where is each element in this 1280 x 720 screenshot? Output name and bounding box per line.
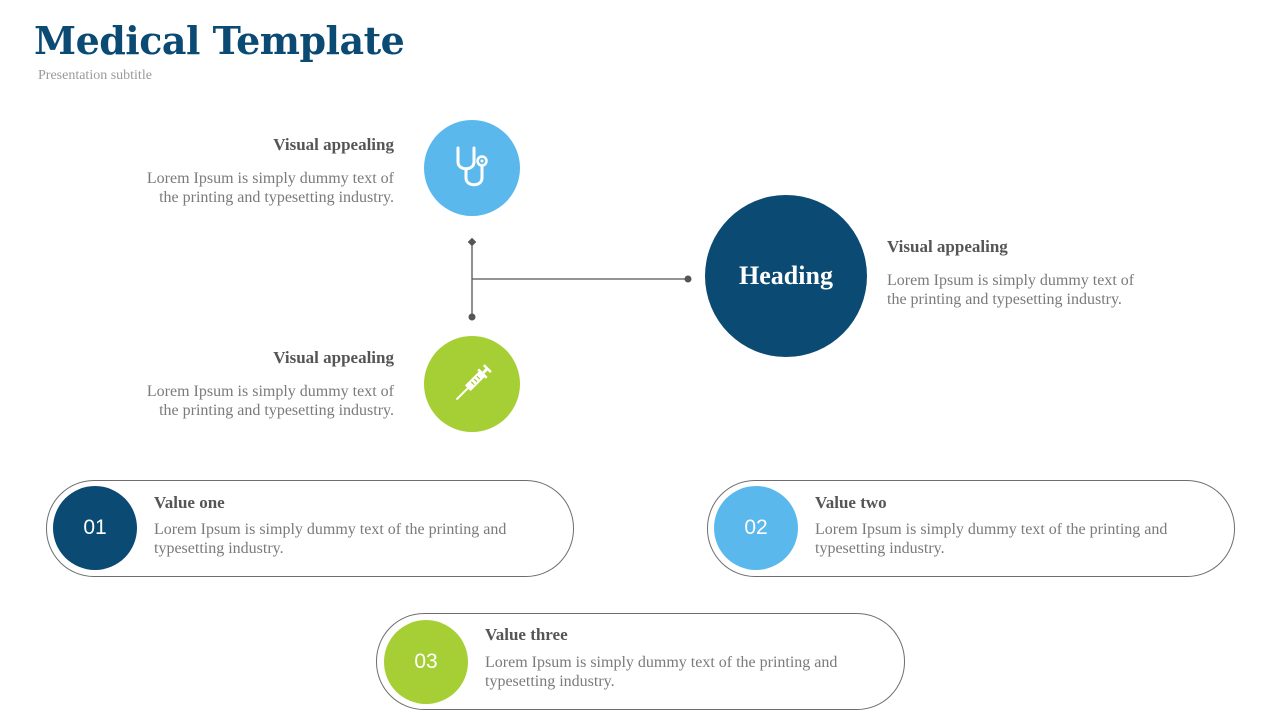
feature-2-text-line2: the printing and typesetting industry. <box>159 402 394 419</box>
feature-1-heading: Visual appealing <box>273 135 394 154</box>
connector-diamond <box>467 237 477 247</box>
stethoscope-icon <box>456 146 488 187</box>
value-three-number-circle: 03 <box>384 620 468 704</box>
slide-subtitle: Presentation subtitle <box>38 68 152 83</box>
value-two-number-circle: 02 <box>714 486 798 570</box>
heading-circle: Heading <box>705 195 867 357</box>
value-two-text-line1: Lorem Ipsum is simply dummy text of the … <box>815 521 1168 538</box>
value-three-text-line1: Lorem Ipsum is simply dummy text of the … <box>485 654 838 671</box>
feature-3-text-line2: the printing and typesetting industry. <box>887 291 1122 308</box>
value-one-number-circle: 01 <box>53 486 137 570</box>
connector-dot-right <box>684 275 692 283</box>
value-one-heading: Value one <box>154 493 225 512</box>
value-three-content: Value three Lorem Ipsum is simply dummy … <box>485 625 885 691</box>
feature-1-icon-circle <box>424 120 520 216</box>
value-three-heading: Value three <box>485 625 568 644</box>
feature-2-heading: Visual appealing <box>273 348 394 367</box>
feature-2-text-line1: Lorem Ipsum is simply dummy text of <box>146 383 394 400</box>
feature-3: Visual appealing Lorem Ipsum is simply d… <box>887 237 1187 309</box>
heading-label: Heading <box>739 261 833 290</box>
value-two-number: 02 <box>744 516 768 539</box>
feature-2-icon-circle <box>424 336 520 432</box>
value-three-text-line2: typesetting industry. <box>485 673 615 690</box>
value-one-text-line1: Lorem Ipsum is simply dummy text of the … <box>154 521 507 538</box>
value-two-heading: Value two <box>815 493 887 512</box>
value-two-content: Value two Lorem Ipsum is simply dummy te… <box>815 493 1215 558</box>
value-one-content: Value one Lorem Ipsum is simply dummy te… <box>154 493 554 558</box>
connector-dot-bottom <box>468 313 476 321</box>
value-one-number: 01 <box>83 516 107 539</box>
feature-1-text-line1: Lorem Ipsum is simply dummy text of <box>146 170 394 187</box>
slide-title: Medical Template <box>34 18 405 63</box>
feature-2: Visual appealing Lorem Ipsum is simply d… <box>94 348 394 420</box>
feature-1: Visual appealing Lorem Ipsum is simply d… <box>94 135 394 207</box>
feature-3-text-line1: Lorem Ipsum is simply dummy text of <box>887 272 1135 289</box>
value-one-text-line2: typesetting industry. <box>154 540 284 557</box>
value-two-text-line2: typesetting industry. <box>815 540 945 557</box>
feature-3-heading: Visual appealing <box>887 237 1008 256</box>
syringe-icon <box>455 364 492 401</box>
value-three-number: 03 <box>414 650 438 673</box>
feature-1-text-line2: the printing and typesetting industry. <box>159 189 394 206</box>
